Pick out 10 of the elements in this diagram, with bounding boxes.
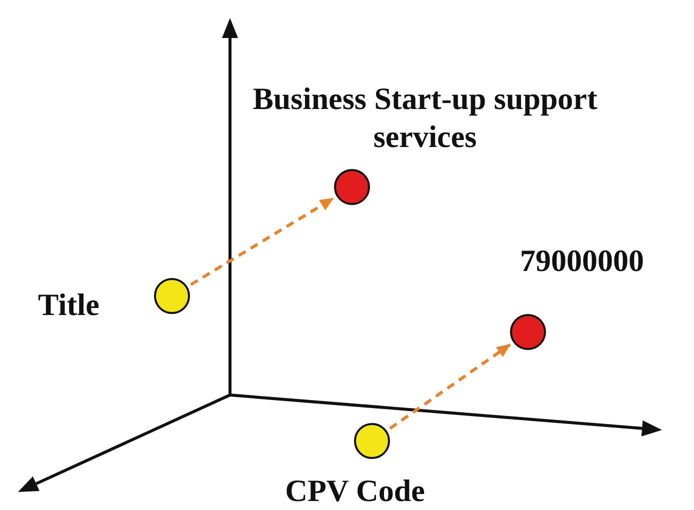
point-marker (154, 278, 190, 314)
dashed-arrow (190, 197, 334, 286)
point-label: CPV Code (284, 472, 426, 510)
point-marker (354, 423, 390, 459)
dashed-arrow (389, 343, 511, 430)
point-marker (510, 314, 546, 350)
point-label: Business Start-up support services (252, 80, 598, 156)
point-label: 79000000 (520, 242, 645, 280)
point-label: Title (38, 286, 100, 324)
point-marker (334, 169, 370, 205)
